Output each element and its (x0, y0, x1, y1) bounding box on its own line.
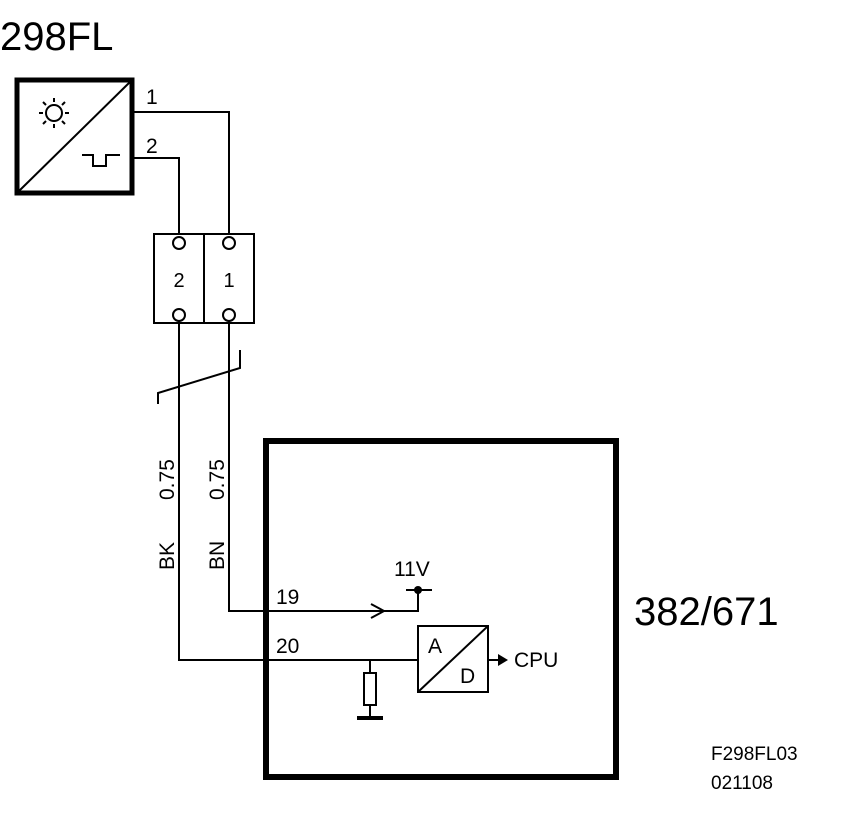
ecu-pin-20-label: 20 (276, 635, 299, 658)
ad-converter: A D (417, 625, 489, 693)
connector-terminal (172, 236, 186, 250)
connector-terminal (172, 308, 186, 322)
wire-bk-size: 0.75 (156, 459, 179, 500)
resistor (363, 672, 377, 706)
connector-pin-1-label: 1 (223, 270, 234, 292)
wire-sensor-pin1 (132, 111, 230, 237)
ad-converter-d-label: D (460, 665, 475, 688)
ecu-component-title: 382/671 (634, 590, 779, 634)
sensor-component-title: 298FL (0, 15, 113, 59)
light-icon (39, 98, 69, 128)
sensor-pin-2-label: 2 (146, 135, 158, 158)
cpu-arrow-icon (498, 654, 508, 666)
cpu-label: CPU (514, 649, 558, 672)
wire-sensor-pin2 (132, 157, 180, 237)
connector-terminal (222, 308, 236, 322)
supply-voltage-label: 11V (394, 558, 430, 581)
wire-bn-size: 0.75 (206, 459, 229, 500)
connector: 2 1 (153, 233, 255, 324)
ad-converter-a-label: A (428, 635, 442, 658)
wire-bk (178, 321, 418, 661)
connector-terminal (222, 236, 236, 250)
ecu-pin-19-label: 19 (276, 586, 299, 609)
drawing-ref-date: 021108 (711, 773, 773, 794)
twisted-pair-marker (157, 350, 241, 404)
wire-bn-labels: BN 0.75 (206, 459, 229, 570)
pulse-signal-icon (82, 154, 120, 167)
sensor-box (14, 77, 135, 196)
ad-converter-diagonal (417, 625, 489, 693)
wire-bk-labels: BK 0.75 (156, 459, 179, 570)
sensor-symbol (14, 77, 135, 196)
wire-bn (228, 321, 384, 612)
sensor-pin-1-label: 1 (146, 86, 158, 109)
drawing-ref-id: F298FL03 (711, 744, 798, 765)
connector-pin-2-label: 2 (173, 270, 184, 292)
wire-bk-color: BK (156, 542, 179, 570)
sensor-diagonal (18, 81, 131, 192)
ecu-box (263, 438, 619, 780)
wire-bn-color: BN (206, 541, 229, 570)
supply-node (414, 586, 422, 594)
pullup-wire (384, 590, 419, 612)
